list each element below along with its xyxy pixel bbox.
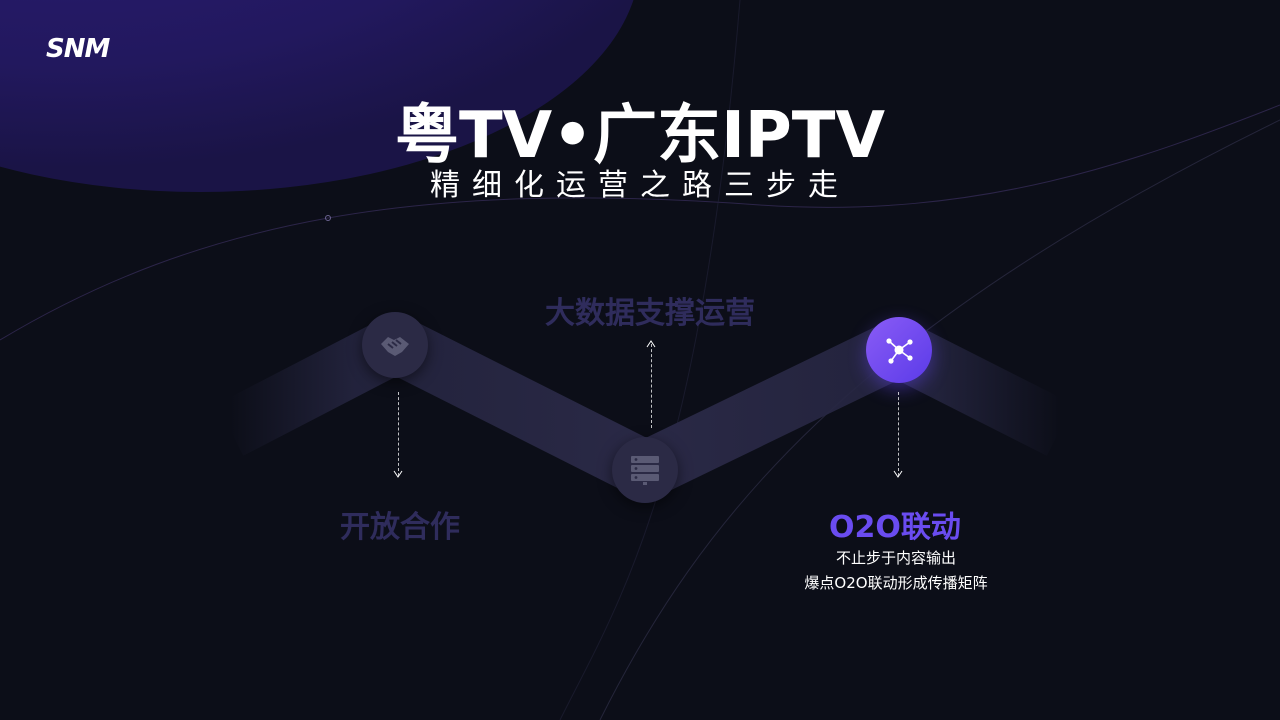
brand-logo: SNM xyxy=(46,34,110,64)
step-1-arrow-head xyxy=(393,470,403,478)
step-3-description-line-2: 爆点O2O联动形成传播矩阵 xyxy=(804,574,988,592)
step-1-label: 开放合作 xyxy=(340,510,460,545)
handshake-icon xyxy=(381,337,409,356)
network-icon xyxy=(886,338,913,364)
step-1-arrow xyxy=(398,392,399,476)
step-3-description-line-1: 不止步于内容输出 xyxy=(835,549,956,567)
step-3-label: O2O联动 xyxy=(829,510,961,545)
server-icon xyxy=(631,456,659,485)
step-2-arrow-head xyxy=(646,340,656,348)
step-2-label: 大数据支撑运营 xyxy=(545,296,755,331)
step-1-node xyxy=(362,312,428,378)
step-2-node xyxy=(612,437,678,503)
step-2-arrow xyxy=(651,344,652,428)
purple-glow xyxy=(0,0,634,192)
page-title: 粤TV•广东IPTV xyxy=(395,99,885,173)
step-3-arrow-head xyxy=(893,470,903,478)
step-3-node xyxy=(866,317,932,383)
step-3-description: 不止步于内容输出 爆点O2O联动形成传播矩阵 xyxy=(760,546,1032,596)
step-3-arrow xyxy=(898,392,899,476)
page-subtitle: 精细化运营之路三步走 xyxy=(430,168,850,203)
